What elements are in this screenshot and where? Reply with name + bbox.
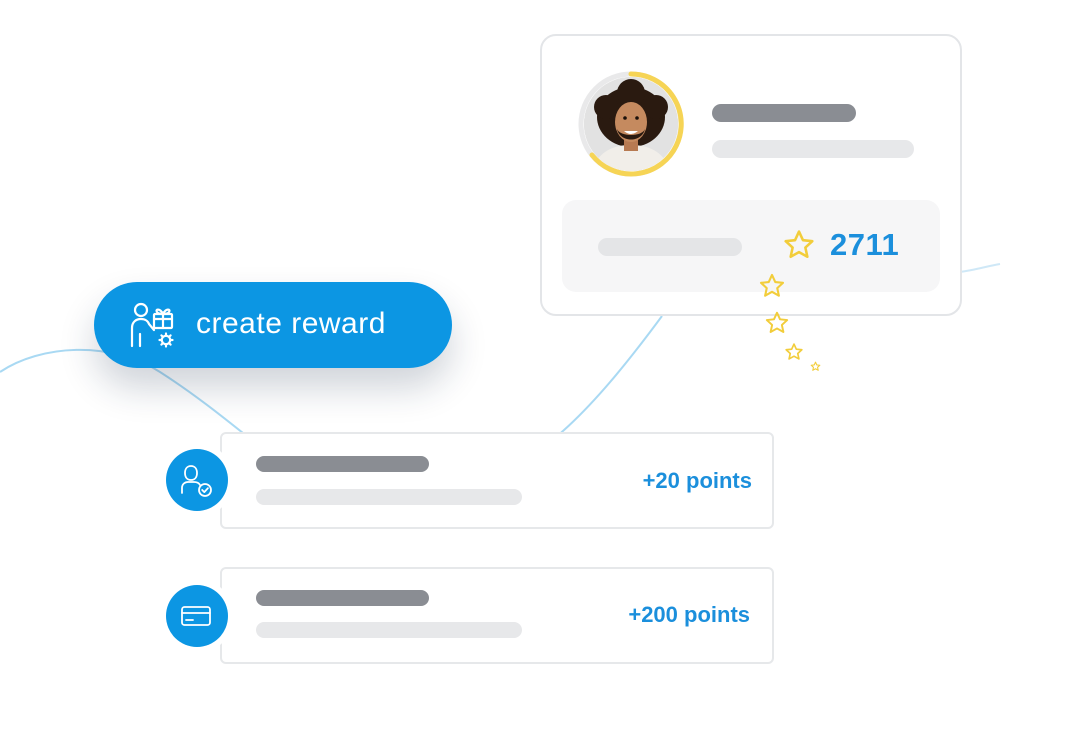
star-icon: [810, 361, 821, 371]
activity-points: +20 points: [642, 468, 752, 493]
points-label-placeholder: [598, 238, 742, 256]
activity-row: [220, 567, 774, 664]
avatar-progress-ring: [578, 71, 684, 177]
activity-subtitle-placeholder: [256, 489, 522, 505]
activity-icon-badge: [166, 585, 228, 647]
points-value: 2711: [830, 227, 900, 262]
profile-subtitle-placeholder: [712, 140, 914, 158]
user-avatar: [584, 77, 678, 171]
star-icon: [785, 343, 803, 360]
activity-points: +200 points: [628, 602, 750, 627]
profile-name-placeholder: [712, 104, 856, 122]
activity-row: [220, 432, 774, 529]
activity-subtitle-placeholder: [256, 622, 522, 638]
star-icon: [784, 230, 814, 259]
activity-title-placeholder: [256, 590, 429, 606]
star-icon: [759, 273, 785, 297]
user-avatar-photo: [584, 77, 678, 171]
activity-title-placeholder: [256, 456, 429, 472]
gift-person-icon: [130, 302, 174, 348]
activity-icon-badge: [166, 449, 228, 511]
create-reward-label: create reward: [196, 307, 386, 340]
user-check-icon: [181, 465, 212, 497]
credit-card-icon: [181, 606, 211, 626]
star-icon: [765, 311, 789, 333]
